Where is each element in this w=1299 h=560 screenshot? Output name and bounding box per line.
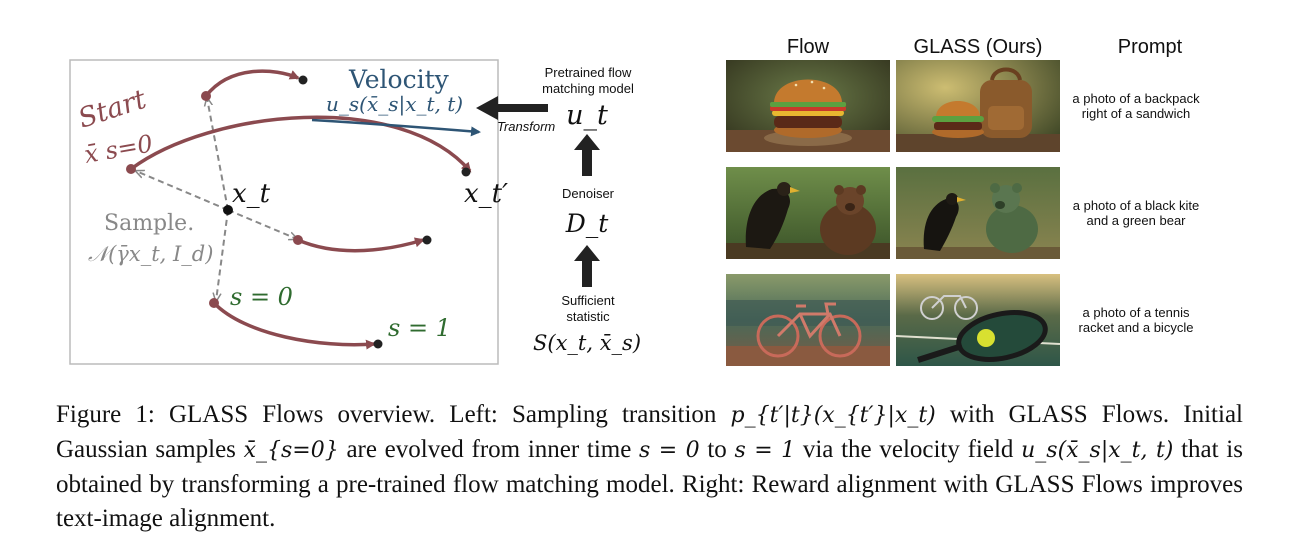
sufficient-line2: statistic [566, 309, 610, 324]
sufficient-line1: Sufficient [561, 293, 615, 308]
end-point [298, 75, 308, 85]
prompt-text: a photo of a tennis racket and a bicycle [1062, 305, 1210, 335]
sample-arrow-right [227, 209, 297, 239]
end-point [373, 339, 383, 349]
sample-arrow-up [207, 98, 229, 211]
caption-math: s = 1 [734, 438, 796, 463]
col-title-glass: GLASS (Ours) [913, 36, 1043, 58]
start-point [293, 235, 303, 245]
prompt-line: racket and a bicycle [1078, 320, 1194, 335]
trajectory-points [126, 75, 471, 349]
diagram-frame [69, 59, 499, 365]
transform-label: Transform [497, 119, 555, 134]
start-point [201, 91, 211, 101]
s0-label: s = 0 [230, 283, 293, 311]
caption-math: x̄_{s=0} [243, 438, 339, 463]
caption-text: to [699, 436, 735, 463]
caption-text: that is obtained by transforming a pre-t… [56, 436, 1243, 532]
transform-arrow [476, 96, 548, 120]
end-point [422, 235, 432, 245]
trajectory-bottom [212, 301, 376, 350]
prompt-line: and a green bear [1086, 213, 1186, 228]
prompt-line: a photo of a black kite [1072, 198, 1200, 213]
flow-trajectories [129, 69, 472, 350]
col-title-prompt: Prompt [1117, 36, 1183, 58]
caption-math: u_s(x̄_s|x_t, t) [1021, 438, 1174, 463]
xt-label: x_t [232, 179, 271, 209]
stat-math: S(x_t, x̄_s) [533, 331, 641, 355]
pipeline: Pretrained flow matching model u_t Denoi… [533, 65, 641, 355]
prompt-line: a photo of a tennis [1082, 305, 1190, 320]
trajectory-main [129, 115, 472, 173]
sample-math: 𝒩(γ̄x_t, I_d) [88, 242, 213, 266]
caption-math: s = 0 [639, 438, 700, 463]
start-point [209, 298, 219, 308]
prompt-text: a photo of a backpack right of a sandwic… [1062, 91, 1210, 121]
start-math: x̄ s=0 [82, 129, 155, 169]
start-point [126, 164, 136, 174]
end-point [461, 167, 471, 177]
up-arrow-icon [574, 134, 600, 176]
pretrained-line2: matching model [542, 81, 634, 96]
trajectory-top [204, 69, 300, 98]
prompt-line: a photo of a backpack [1072, 91, 1200, 106]
bicycle-photo [726, 274, 890, 366]
trajectory-middle [297, 237, 425, 253]
col-title-flow: Flow [786, 36, 830, 58]
sample-arrow-left [136, 171, 229, 211]
sample-arrow-down [216, 209, 229, 301]
sample-arrows [136, 98, 297, 301]
velocity-title: Velocity [348, 65, 450, 94]
kite-green-bear-photo [896, 167, 1060, 259]
s1-label: s = 1 [388, 314, 451, 342]
prompt-line: right of a sandwich [1081, 106, 1191, 121]
figure-caption: Figure 1: GLASS Flows overview. Left: Sa… [56, 398, 1243, 536]
denoiser-label: Denoiser [562, 186, 615, 201]
prompt-text: a photo of a black kite and a green bear [1062, 198, 1210, 228]
caption-text: with GLASS Flows. Initial Gaussian sampl… [56, 401, 1243, 463]
velocity-arrow [311, 118, 481, 137]
xt-point [223, 205, 233, 215]
ut-label: u_t [566, 100, 608, 131]
caption-math: p_{t′|t}(x_{t′}|x_t) [730, 403, 936, 428]
velocity-math: u_s(x̄_s|x_t, t) [326, 92, 463, 117]
pretrained-line1: Pretrained flow [545, 65, 632, 80]
start-label: Start [75, 84, 151, 135]
caption-text: via the velocity field [795, 436, 1022, 463]
sample-label: Sample. [104, 211, 194, 236]
racket-bicycle-photo [896, 274, 1060, 366]
kite-bear-photo [726, 167, 890, 259]
backpack-sandwich-photo [896, 60, 1060, 152]
caption-text: Figure 1: GLASS Flows overview. Left: Sa… [56, 401, 731, 428]
burger-photo [726, 60, 890, 152]
up-arrow-icon [574, 245, 600, 287]
caption-text: are evolved from inner time [338, 436, 640, 463]
dt-label: D_t [565, 209, 610, 238]
xtp-label: x_t′ [464, 179, 508, 209]
